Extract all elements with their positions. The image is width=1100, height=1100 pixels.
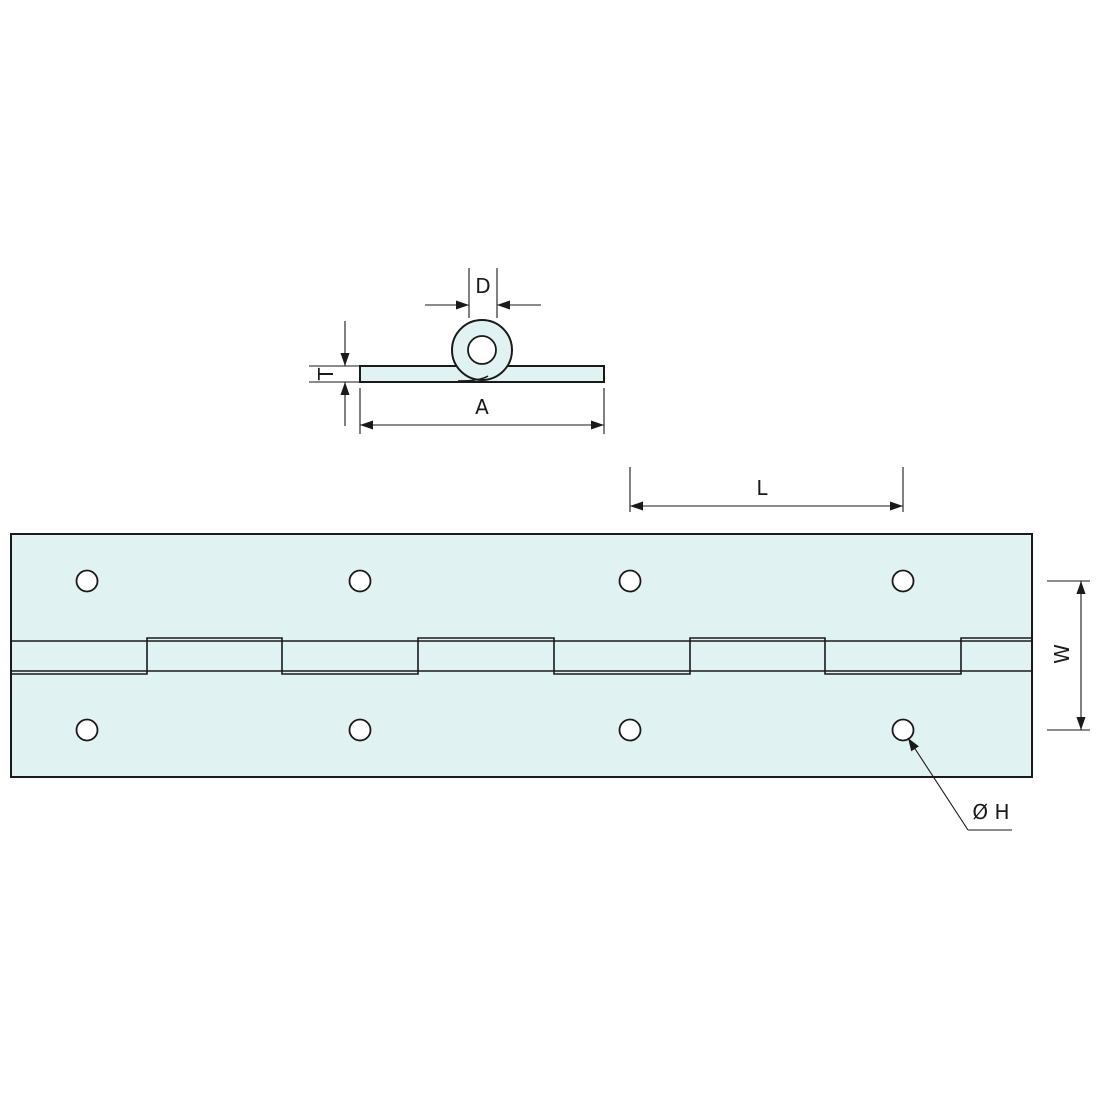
screw-hole: [618, 718, 642, 742]
end-view-pin-hole: [467, 335, 497, 365]
dim-h-leader: [907, 737, 969, 831]
hinge-leaves: [10, 533, 1033, 778]
dim-l-label: L: [756, 476, 768, 500]
dim-w-label: W: [1050, 644, 1074, 664]
screw-hole: [348, 718, 372, 742]
screw-hole: [75, 718, 99, 742]
dimension-a: A: [359, 388, 605, 434]
front-view: [10, 533, 1033, 778]
dim-d-label: D: [475, 274, 490, 298]
knuckle-pattern-inner: [146, 638, 962, 674]
dimension-d: D: [425, 268, 541, 318]
screw-hole: [75, 569, 99, 593]
screw-hole: [618, 569, 642, 593]
end-view-curl-line: [457, 375, 489, 382]
dim-a-label: A: [475, 395, 489, 419]
screw-hole: [348, 569, 372, 593]
end-view: [359, 319, 605, 383]
screw-hole: [891, 718, 915, 742]
screw-hole: [891, 569, 915, 593]
dim-t-label: T: [314, 367, 338, 381]
dimension-w: W: [1047, 580, 1090, 731]
dimension-l: L: [629, 467, 904, 512]
dimension-t: T: [309, 321, 360, 426]
dimension-hole: Ø H: [907, 737, 1012, 831]
dim-h-label: Ø H: [972, 800, 1009, 824]
